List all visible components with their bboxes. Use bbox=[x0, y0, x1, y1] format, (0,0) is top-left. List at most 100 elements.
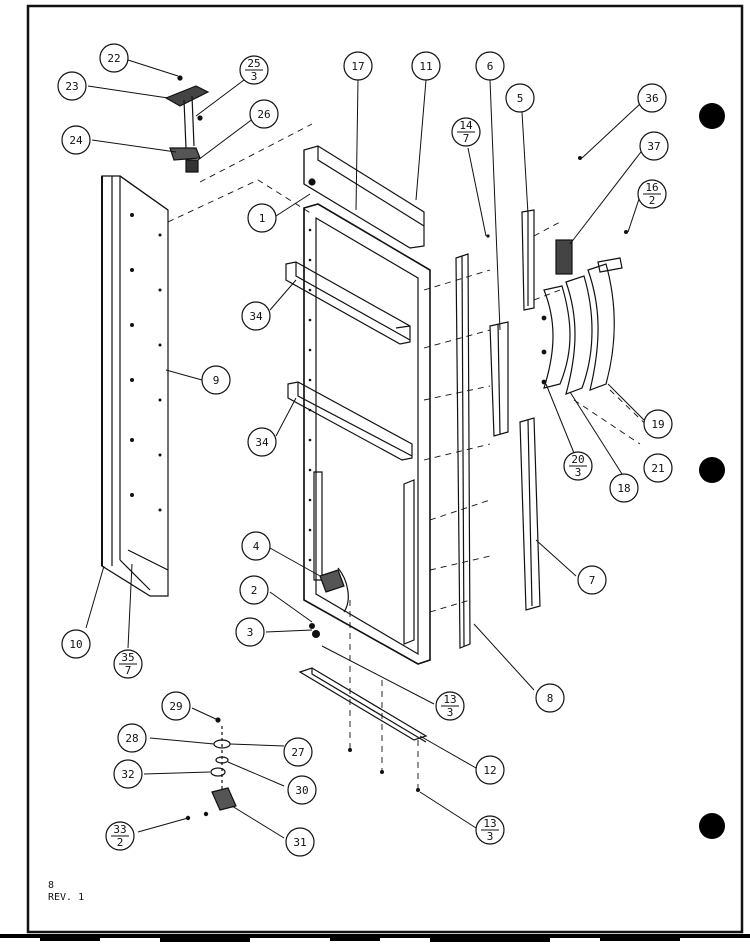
callout-5: 5 bbox=[505, 83, 535, 113]
shelf-bar-lower bbox=[287, 381, 413, 461]
callout-8: 8 bbox=[535, 683, 565, 713]
leader-lines bbox=[85, 59, 645, 839]
callout-label: 26 bbox=[257, 108, 270, 121]
callout-label: 33 bbox=[113, 823, 126, 836]
side-gasket bbox=[455, 253, 471, 649]
callout-22: 22 bbox=[99, 43, 129, 73]
callout-label: 34 bbox=[255, 436, 269, 449]
callout-label: 11 bbox=[419, 60, 432, 73]
strip-5 bbox=[521, 209, 535, 311]
callout-label: 30 bbox=[295, 784, 308, 797]
callout-sublabel: 7 bbox=[463, 132, 470, 145]
callout-label: 23 bbox=[65, 80, 78, 93]
callout-label: 7 bbox=[589, 574, 596, 587]
callout-11: 11 bbox=[411, 51, 441, 81]
callout-18: 18 bbox=[609, 473, 639, 503]
callout-7: 7 bbox=[577, 565, 607, 595]
callout-12: 12 bbox=[475, 755, 505, 785]
callout-25: 25 3 bbox=[239, 55, 269, 85]
callout-37: 37 bbox=[639, 131, 669, 161]
callout-label: 34 bbox=[249, 310, 263, 323]
callout-label: 5 bbox=[517, 92, 524, 105]
callout-label: 9 bbox=[213, 374, 220, 387]
callout-19: 19 bbox=[643, 409, 673, 439]
callout-17: 17 bbox=[343, 51, 373, 81]
binder-holes bbox=[699, 103, 725, 839]
callout-34-upper: 34 bbox=[241, 301, 271, 331]
callout-10: 10 bbox=[61, 629, 91, 659]
callout-1: 1 bbox=[247, 203, 277, 233]
callout-sublabel: 7 bbox=[125, 664, 132, 677]
callout-label: 36 bbox=[645, 92, 658, 105]
page-frame bbox=[26, 4, 744, 934]
callout-13-upper: 13 3 bbox=[435, 691, 465, 721]
callout-30: 30 bbox=[287, 775, 317, 805]
callout-24: 24 bbox=[61, 125, 91, 155]
callout-label: 12 bbox=[483, 764, 496, 777]
callout-label: 25 bbox=[247, 57, 260, 70]
callout-29: 29 bbox=[161, 691, 191, 721]
assembly-lines bbox=[167, 123, 661, 790]
callout-label: 3 bbox=[247, 626, 254, 639]
callout-20: 20 3 bbox=[563, 451, 593, 481]
callout-21: 21 bbox=[643, 453, 673, 483]
callout-32: 32 bbox=[113, 759, 143, 789]
page-footer: 8 REV. 1 bbox=[48, 880, 84, 904]
callout-label: 24 bbox=[69, 134, 83, 147]
callout-16: 16 2 bbox=[637, 179, 667, 209]
page-number: 8 bbox=[48, 880, 55, 891]
callout-3: 3 bbox=[235, 617, 265, 647]
callout-label: 28 bbox=[125, 732, 138, 745]
bottom-hinge bbox=[185, 717, 237, 821]
callout-2: 2 bbox=[239, 575, 269, 605]
callout-label: 22 bbox=[107, 52, 120, 65]
callout-label: 2 bbox=[251, 584, 258, 597]
callout-14: 14 7 bbox=[451, 117, 481, 147]
fasteners bbox=[309, 156, 628, 792]
callout-label: 13 bbox=[443, 693, 456, 706]
callout-label: 13 bbox=[483, 817, 496, 830]
parts bbox=[101, 75, 661, 821]
callout-33: 33 2 bbox=[105, 821, 135, 851]
callout-36: 36 bbox=[637, 83, 667, 113]
callout-6: 6 bbox=[475, 51, 505, 81]
callout-26: 26 bbox=[249, 99, 279, 129]
callout-31: 31 bbox=[285, 827, 315, 857]
callout-label: 32 bbox=[121, 768, 134, 781]
callout-label: 6 bbox=[487, 60, 494, 73]
bottom-bar-12 bbox=[298, 667, 428, 743]
callout-13-lower: 13 3 bbox=[475, 815, 505, 845]
callout-label: 10 bbox=[69, 638, 82, 651]
callout-sublabel: 3 bbox=[447, 706, 454, 719]
callout-label: 17 bbox=[351, 60, 364, 73]
strip-7 bbox=[519, 417, 541, 611]
callout-label: 21 bbox=[651, 462, 664, 475]
callout-4: 4 bbox=[241, 531, 271, 561]
callout-sublabel: 3 bbox=[575, 466, 582, 479]
shelf-bar-upper bbox=[285, 261, 411, 345]
callout-label: 8 bbox=[547, 692, 554, 705]
callout-sublabel: 2 bbox=[649, 194, 656, 207]
callout-label: 35 bbox=[121, 651, 134, 664]
callout-label: 29 bbox=[169, 700, 182, 713]
callout-label: 16 bbox=[645, 181, 658, 194]
callout-label: 4 bbox=[253, 540, 260, 553]
left-door-panel bbox=[101, 175, 169, 597]
callout-label: 1 bbox=[259, 212, 266, 225]
callout-label: 31 bbox=[293, 836, 306, 849]
callout-9: 9 bbox=[201, 365, 231, 395]
callout-sublabel: 3 bbox=[251, 70, 258, 83]
callout-label: 18 bbox=[617, 482, 630, 495]
callout-label: 19 bbox=[651, 418, 664, 431]
callout-28: 28 bbox=[117, 723, 147, 753]
bracket-37 bbox=[555, 239, 573, 275]
callout-23: 23 bbox=[57, 71, 87, 101]
strip-6 bbox=[489, 321, 509, 437]
callout-label: 14 bbox=[459, 119, 473, 132]
door-body bbox=[303, 203, 431, 665]
top-channel bbox=[303, 145, 425, 249]
callout-sublabel: 3 bbox=[487, 830, 494, 843]
handle-assembly bbox=[541, 257, 623, 395]
top-hinge bbox=[164, 75, 210, 173]
